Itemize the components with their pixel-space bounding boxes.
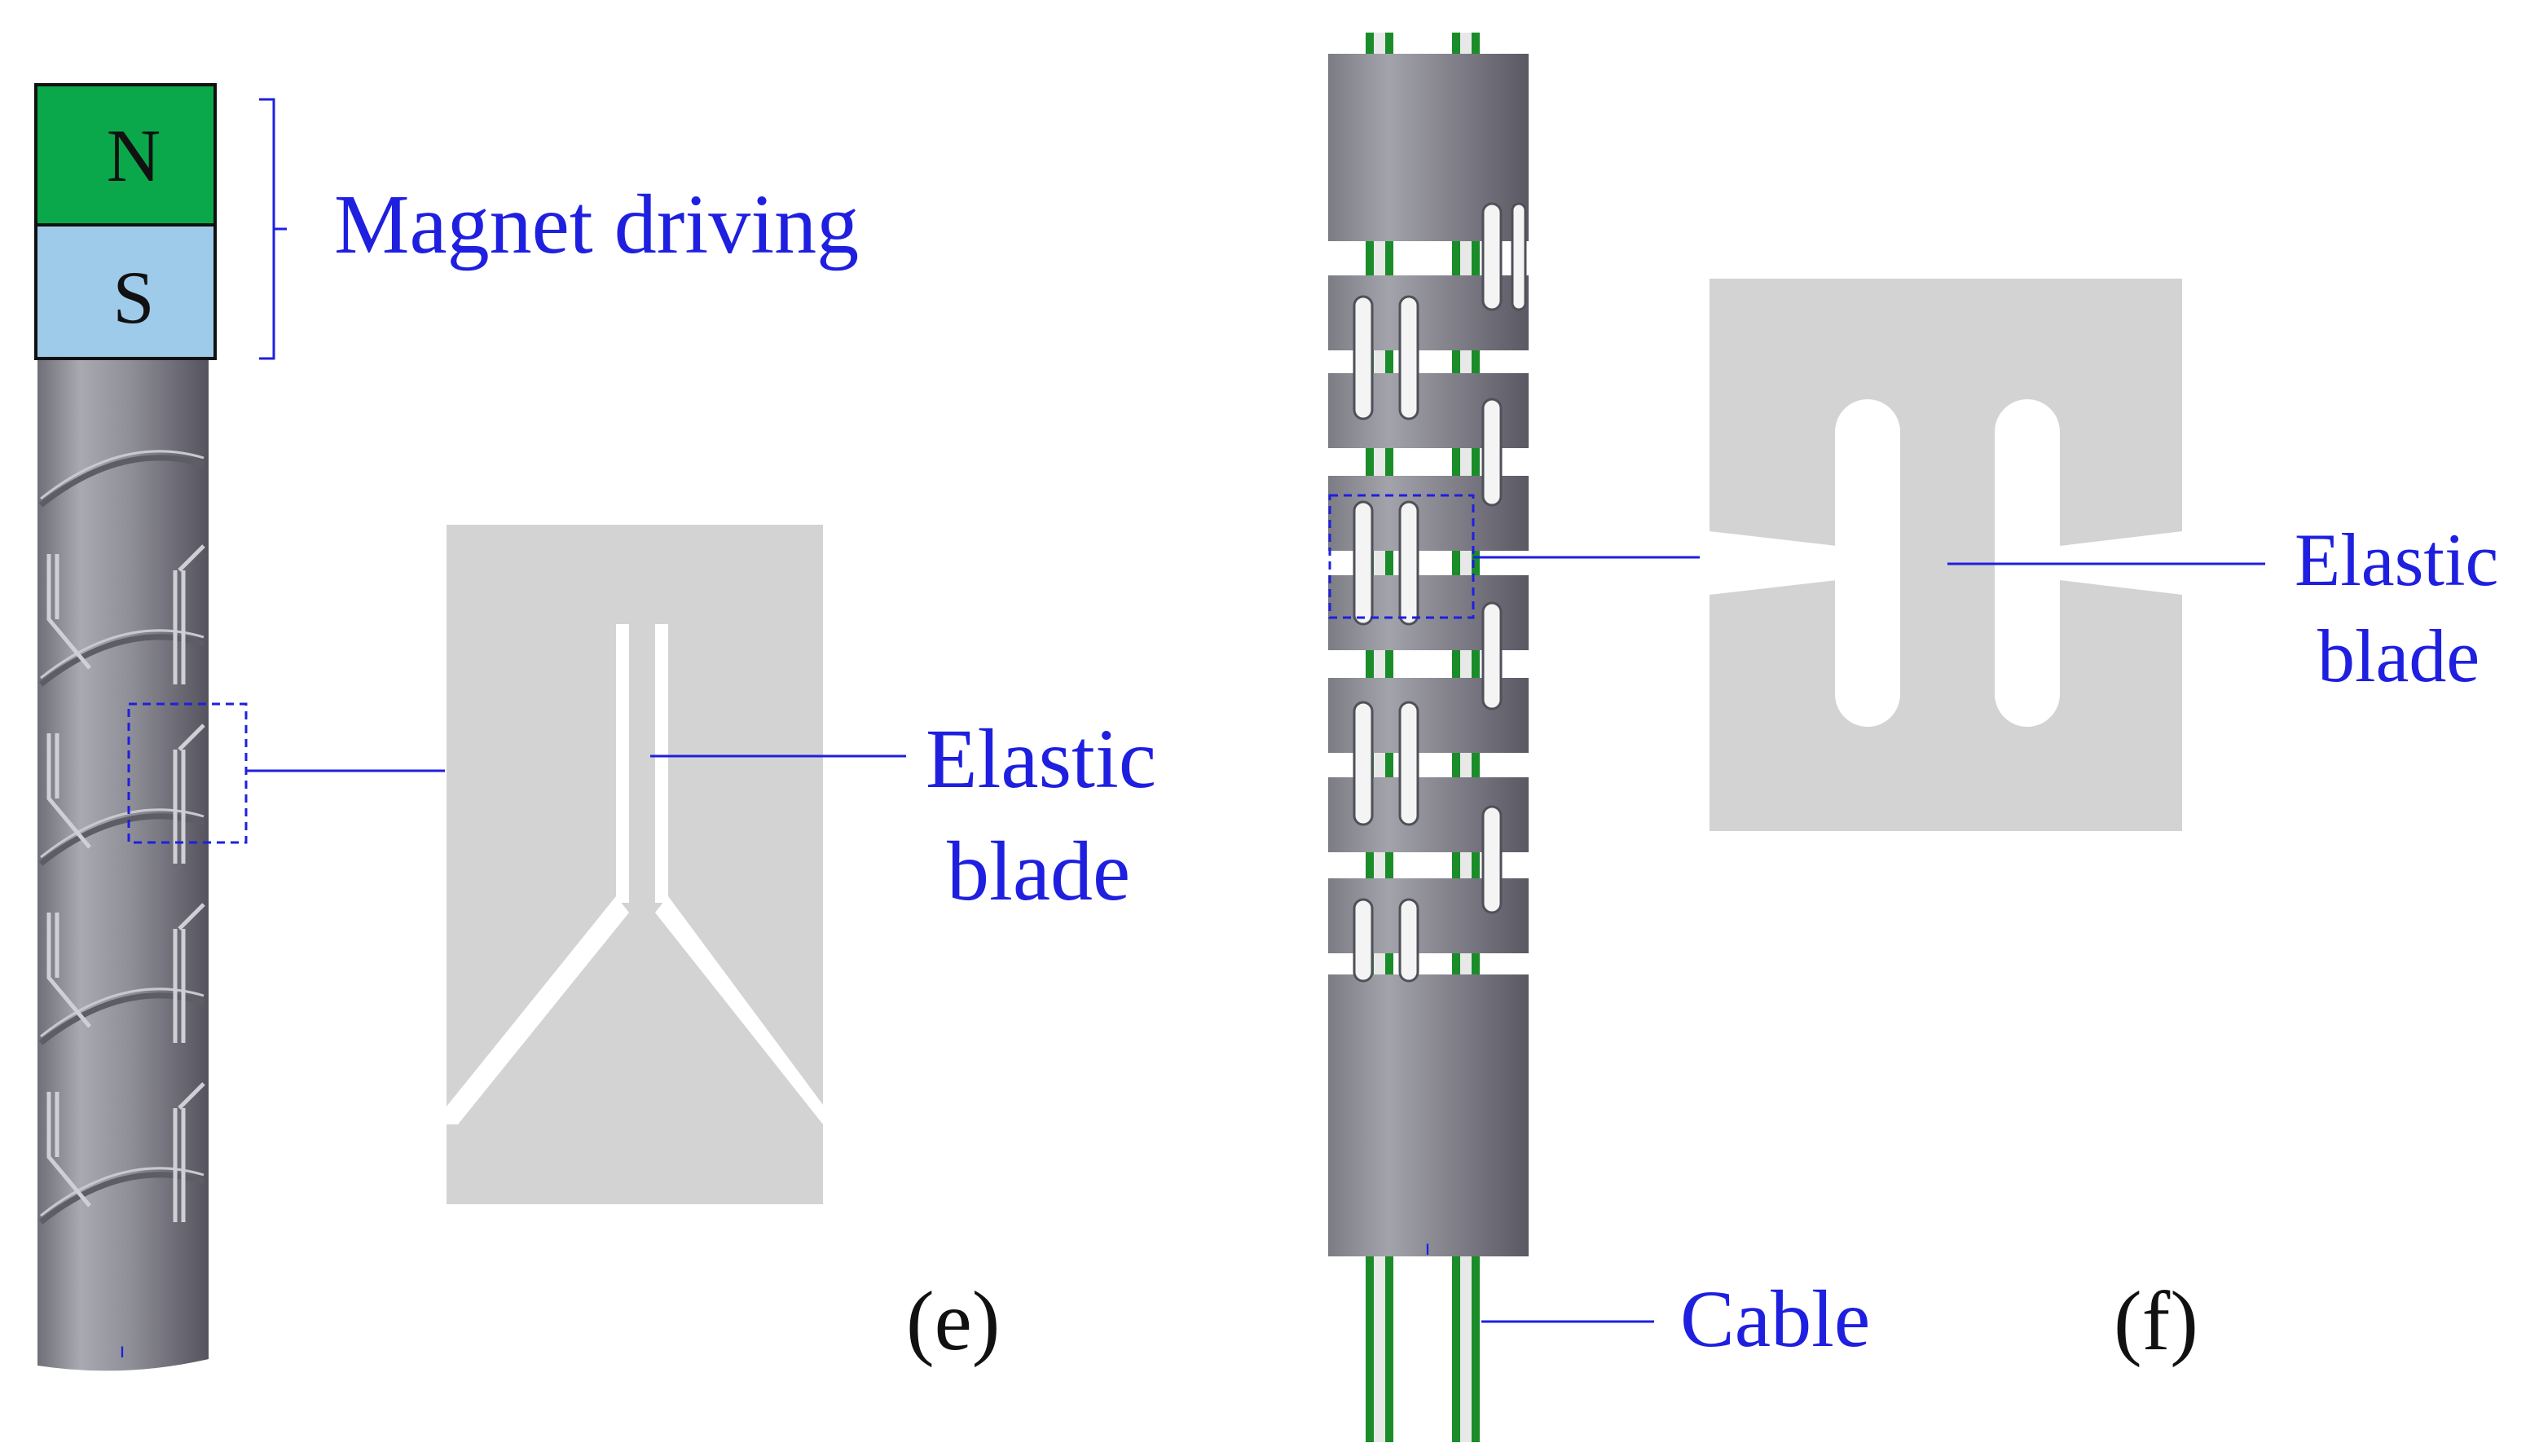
magnet: N S [34, 83, 217, 360]
magnet-bracket [259, 98, 287, 360]
panel-label-f: (f) [2114, 1274, 2198, 1368]
blade-detail-e [447, 525, 823, 1204]
cable-tube: ı [1328, 54, 1529, 1260]
helical-tube: ı [37, 360, 209, 1371]
magnet-south-block [34, 223, 217, 360]
svg-text:ı: ı [119, 1338, 125, 1362]
panel-label-e: (e) [906, 1274, 1000, 1368]
panel-f: ı Elastic blade Cable (f) [1328, 33, 2498, 1442]
elastic-blade-label-f-line2: blade [2317, 614, 2480, 697]
svg-text:ı: ı [1424, 1235, 1430, 1260]
magnet-north-block [34, 83, 217, 227]
elastic-blade-label-f-line1: Elastic [2295, 518, 2498, 601]
magnet-north-label: N [107, 114, 161, 197]
cable-label: Cable [1680, 1273, 1870, 1364]
panel-e: N S Magnet driving [34, 83, 1156, 1371]
magnet-south-label: S [112, 256, 154, 339]
detail-box-f [1328, 494, 1475, 619]
elastic-blade-label-e-line2: blade [947, 825, 1130, 918]
elastic-blade-label-e-line1: Elastic [926, 712, 1156, 806]
detail-box-e [127, 702, 248, 844]
magnet-driving-label: Magnet driving [334, 178, 859, 271]
blade-detail-f [1710, 279, 2182, 831]
